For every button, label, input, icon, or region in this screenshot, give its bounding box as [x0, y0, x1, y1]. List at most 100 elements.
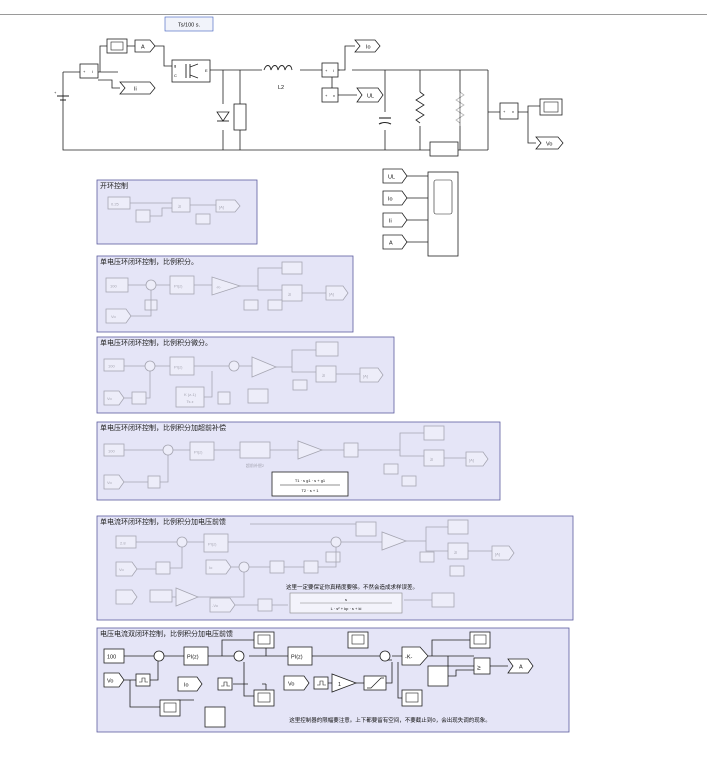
svg-text:-Vo: -Vo	[212, 603, 219, 608]
pwm-comparator[interactable]: ≥	[473, 657, 491, 675]
from-io-feedback[interactable]: Io	[177, 676, 203, 692]
load-resistor[interactable]	[414, 91, 426, 126]
svg-text:+: +	[83, 69, 86, 74]
current-loop-transfer-function[interactable]: s L · s² + kp · s + ki	[289, 592, 403, 614]
area-pi-voltage[interactable]: 单电压环闭环控制，比例积分。 100 Vo PI(z) -K- ≥ [A]	[96, 255, 354, 333]
main-scope[interactable]	[427, 171, 459, 257]
svg-text:v: v	[512, 109, 514, 114]
svg-text:单电压环闭环控制，比例积分微分。: 单电压环闭环控制，比例积分微分。	[100, 338, 212, 347]
goto-ul[interactable]: UL	[356, 87, 384, 103]
area-dual-loop[interactable]: 电压电流双闭环控制，比例积分加电压前馈 100 Vo PI(z)	[96, 627, 570, 733]
from-ul[interactable]: UL	[382, 168, 408, 184]
svg-text:A: A	[519, 665, 523, 671]
svg-text:+: +	[325, 68, 328, 73]
output-capacitor[interactable]	[378, 112, 392, 130]
current-pi-controller[interactable]: PI(z)	[287, 646, 313, 666]
svg-text:Io: Io	[366, 45, 371, 51]
svg-text:+: +	[54, 90, 57, 95]
input-current-sensor[interactable]: + i	[79, 63, 99, 79]
freewheel-diode[interactable]	[216, 104, 230, 130]
svg-text:单电压环闭环控制，比例积分加超前补偿: 单电压环闭环控制，比例积分加超前补偿	[100, 423, 226, 432]
zero-order-hold-3[interactable]	[313, 676, 329, 690]
svg-text:单电流环闭环控制，比例积分加电压前馈: 单电流环闭环控制，比例积分加电压前馈	[100, 517, 226, 526]
area-pid-voltage[interactable]: 单电压环闭环控制，比例积分微分。 100 Vo PI(z) K (z-1) Ts…	[96, 336, 395, 414]
svg-text:≥: ≥	[322, 373, 325, 379]
svg-text:开环控制: 开环控制	[100, 181, 128, 190]
goto-io[interactable]: Io	[354, 39, 381, 53]
svg-text:i: i	[333, 68, 334, 73]
power-stage-circuit[interactable]: + + i A Ii g C E	[54, 38, 564, 157]
gate-scope[interactable]	[106, 38, 128, 54]
load-switch[interactable]	[429, 141, 459, 157]
svg-text:[A]: [A]	[219, 205, 224, 210]
svg-text:超前补偿2: 超前补偿2	[246, 462, 265, 468]
gain-k[interactable]: -K-	[401, 646, 429, 666]
svg-text:A: A	[389, 241, 393, 247]
setpoint-constant[interactable]: 100	[103, 648, 125, 664]
svg-text:Vo: Vo	[111, 314, 116, 319]
svg-text:K (z-1): K (z-1)	[184, 392, 197, 397]
goto-a[interactable]: A	[134, 39, 156, 53]
svg-text:+: +	[503, 109, 506, 114]
svg-text:v: v	[333, 93, 335, 98]
snubber-block[interactable]	[233, 103, 247, 131]
svg-text:≥: ≥	[430, 457, 433, 463]
current-error-sum[interactable]	[233, 650, 245, 662]
area-current-loop[interactable]: 单电流环闭环控制，比例积分加电压前馈 2.8 Vo PI(z) Io ≥	[96, 515, 574, 621]
from-vo-feedback[interactable]: Vo	[103, 672, 125, 688]
svg-text:≥: ≥	[454, 550, 457, 556]
output-voltage-sensor[interactable]: + v	[499, 102, 519, 120]
vo-scope[interactable]	[539, 98, 563, 116]
inductor-voltage-sensor[interactable]: + v	[321, 87, 339, 103]
area-lead-compensation[interactable]: 单电压环闭环控制，比例积分加超前补偿 100 Vo PI(z) 超前补偿2 ≥ …	[96, 421, 501, 501]
svg-text:+: +	[325, 93, 328, 98]
zero-order-hold-1[interactable]	[135, 673, 151, 687]
saturation-block[interactable]	[363, 675, 387, 691]
svg-text:Ii: Ii	[134, 87, 137, 93]
current-scope[interactable]	[253, 689, 275, 707]
from-a[interactable]: A	[382, 234, 408, 250]
editor-top-bar	[0, 0, 707, 15]
inductor-l2[interactable]: L2	[262, 64, 300, 91]
svg-text:≥: ≥	[477, 665, 481, 672]
output-current-sensor[interactable]: + i	[321, 62, 339, 78]
pwm-scope[interactable]	[469, 631, 491, 649]
area-open-loop[interactable]: 开环控制 0.25 ≥ [A]	[96, 179, 258, 245]
svg-text:A: A	[141, 45, 145, 51]
monitor-scope-group[interactable]: UL Io Ii A	[382, 168, 459, 257]
dc-source-battery[interactable]: +	[54, 90, 69, 101]
dual-loop-note: 这里控制器的限幅要注意。上下都要留有空间，不要截止到0，会出现失调的现象。	[289, 716, 491, 724]
from-io[interactable]: Io	[382, 190, 408, 206]
svg-text:E: E	[205, 68, 208, 73]
unit-gain[interactable]: 1	[331, 673, 358, 693]
voltage-error-sum[interactable]	[153, 650, 165, 662]
igbt-switch[interactable]: g C E	[171, 59, 211, 83]
goto-ii[interactable]: Ii	[119, 81, 156, 95]
svg-text:[A]: [A]	[495, 552, 500, 557]
goto-a-output[interactable]: A	[507, 658, 534, 674]
svg-text:PI(z): PI(z)	[187, 655, 199, 661]
svg-text:100: 100	[108, 449, 115, 454]
voltage-error-scope[interactable]	[159, 699, 181, 717]
feedforward-sum[interactable]	[379, 650, 391, 662]
svg-text:-K-: -K-	[405, 655, 413, 661]
switched-load-resistor[interactable]	[454, 91, 466, 126]
goto-vo[interactable]: Vo	[535, 136, 564, 150]
svg-text:[A]: [A]	[329, 292, 334, 297]
outer-loop-scope[interactable]	[253, 631, 275, 649]
from-ii[interactable]: Ii	[382, 212, 408, 228]
lead-transfer-function[interactable]: T1 · s g1 · s + g1 T2 · s + 1	[271, 471, 349, 497]
svg-text:2.8: 2.8	[120, 541, 126, 546]
svg-text:UL: UL	[367, 94, 374, 100]
carrier-source[interactable]	[427, 665, 449, 687]
svg-text:Vo: Vo	[107, 679, 113, 685]
voltage-pi-controller[interactable]: PI(z)	[183, 646, 209, 666]
svg-text:1: 1	[338, 682, 341, 688]
duty-scope[interactable]	[401, 689, 423, 707]
from-vo-feedforward[interactable]: Vo	[283, 675, 310, 691]
svg-text:≥: ≥	[178, 204, 181, 210]
svg-text:Ts/100 s.: Ts/100 s.	[178, 23, 200, 29]
zero-order-hold-2[interactable]	[217, 677, 233, 691]
inner-loop-scope[interactable]	[347, 631, 369, 649]
